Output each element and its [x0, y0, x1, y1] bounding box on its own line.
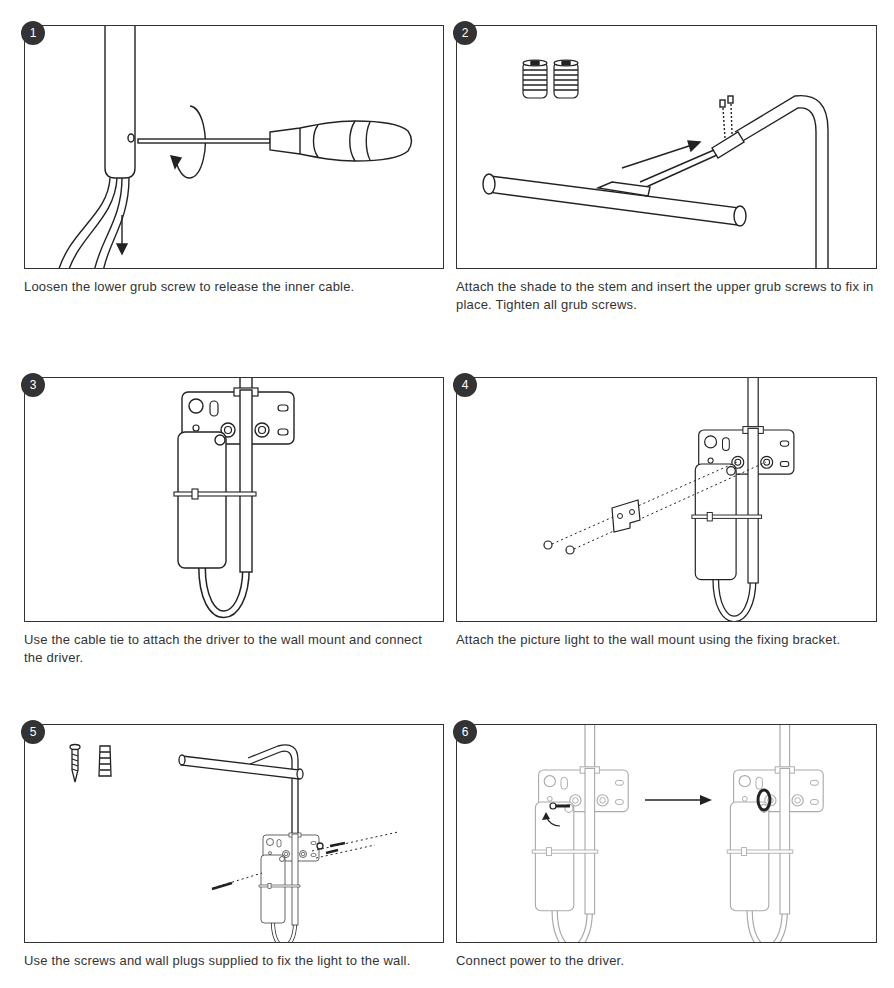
step-number-badge: 4 — [453, 373, 477, 397]
callout-number: 3 — [30, 379, 37, 391]
caption-block: Connect power to the driver. — [456, 952, 876, 970]
callout-number: 4 — [462, 379, 469, 391]
step-number-badge: 1 — [21, 21, 45, 45]
step-caption: Use the screws and wall plugs supplied t… — [24, 952, 443, 970]
step-caption: Attach the picture light to the wall mou… — [456, 631, 876, 649]
step-caption: Loosen the lower grub screw to release t… — [24, 278, 443, 296]
step-panel: Attach the shade to the stem and insert … — [456, 25, 877, 269]
caption-block: Use the cable tie to attach the driver t… — [24, 631, 443, 667]
step-caption: Use the cable tie to attach the driver t… — [24, 631, 443, 667]
caption-block: Attach the picture light to the wall mou… — [456, 631, 876, 649]
callout-number: 1 — [30, 27, 37, 39]
caption-block: Loosen the lower grub screw to release t… — [24, 278, 443, 296]
caption-block: Use the screws and wall plugs supplied t… — [24, 952, 443, 970]
callout-number: 5 — [30, 726, 37, 738]
step-number-badge: 2 — [453, 21, 477, 45]
step-caption: Attach the shade to the stem and insert … — [456, 278, 876, 314]
step-panel: Connect power to the driver.6 — [456, 724, 877, 943]
step-number-badge: 6 — [453, 720, 477, 744]
step-number-badge: 3 — [21, 373, 45, 397]
step-panel: Use the cable tie to attach the driver t… — [24, 377, 444, 622]
caption-block: Attach the shade to the stem and insert … — [456, 278, 876, 314]
step-number-badge: 5 — [21, 720, 45, 744]
step-panel: Use the screws and wall plugs supplied t… — [24, 724, 444, 943]
step-panel: Attach the picture light to the wall mou… — [456, 377, 877, 622]
step-caption: Connect power to the driver. — [456, 952, 876, 970]
callout-number: 6 — [462, 726, 469, 738]
step-panel: Loosen the lower grub screw to release t… — [24, 25, 444, 269]
callout-number: 2 — [462, 27, 469, 39]
